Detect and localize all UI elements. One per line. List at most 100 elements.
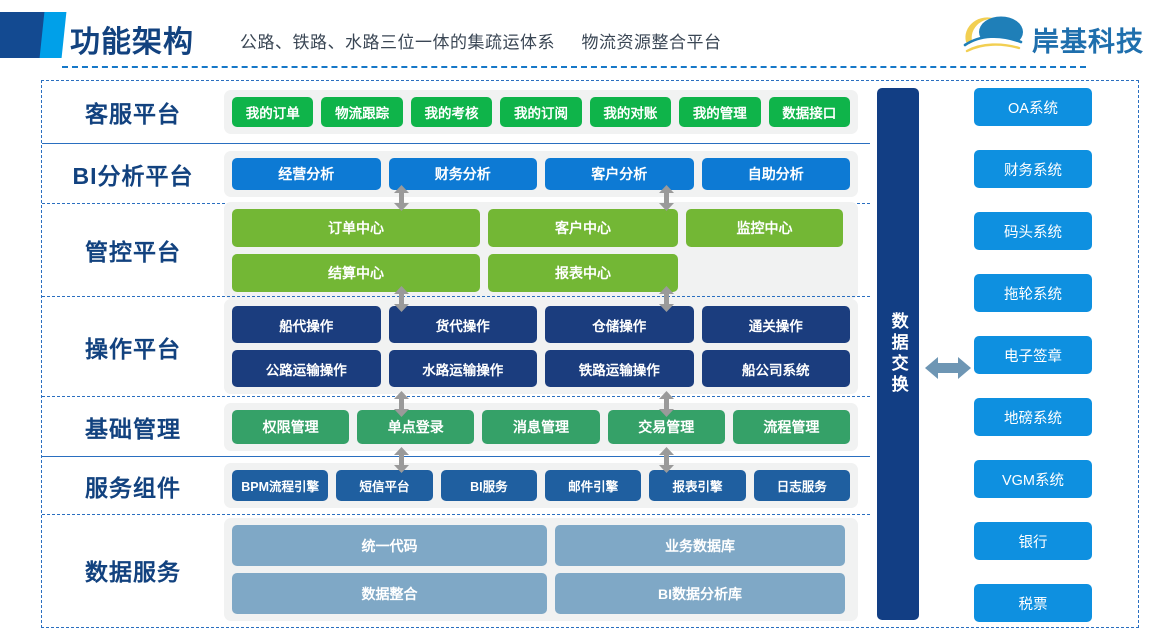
module-button[interactable]: 数据接口 [768,97,850,127]
module-button[interactable]: 通关操作 [701,306,850,343]
connector-arrow-icon [393,185,410,211]
connector-arrow-icon [393,391,410,417]
module-button[interactable]: 水路运输操作 [388,350,537,387]
module-button[interactable]: 我的管理 [679,97,761,127]
module-button[interactable]: 财务分析 [388,157,537,190]
module-button[interactable]: 我的订单 [232,97,314,127]
module-button[interactable]: 自助分析 [701,157,850,190]
module-button[interactable]: 仓储操作 [545,306,694,343]
button-row: 统一代码业务数据库 [232,525,850,566]
platform-row-kefu: 客服平台 我的订单物流跟踪我的考核我的订阅我的对账我的管理数据接口 [42,81,870,143]
architecture-frame [41,80,1139,628]
external-systems-column: OA系统财务系统码头系统拖轮系统电子签章地磅系统 VGM系统银行税票 [974,88,1092,622]
platform-row-panel: 权限管理单点登录消息管理交易管理流程管理 [224,402,858,451]
page-title: 功能架构 [70,26,194,59]
platform-row-gk: 管控平台 订单中心客户中心监控中心结算中心报表中心 [42,201,870,299]
module-button[interactable]: 权限管理 [232,409,350,444]
header-divider [62,66,1086,68]
external-system-button[interactable]: 银行 [974,522,1092,560]
module-button[interactable]: 经营分析 [232,157,381,190]
connector-arrow-icon [658,185,675,211]
platform-row-label: 操作平台 [85,335,181,362]
external-system-button[interactable]: 地磅系统 [974,398,1092,436]
module-button[interactable]: 我的订阅 [500,97,582,127]
wave-swoosh-logo-icon [963,16,1023,53]
platform-row-cz: 操作平台船代操作货代操作仓储操作通关操作公路运输操作水路运输操作铁路运输操作船公… [42,296,870,396]
module-button[interactable]: 物流跟踪 [321,97,403,127]
module-button[interactable]: 业务数据库 [555,525,845,566]
module-button[interactable]: 报表引擎 [649,470,746,501]
platform-row-label: 数据服务 [85,558,181,585]
platform-row-label: 管控平台 [85,239,181,265]
module-button[interactable]: 船公司系统 [701,350,850,387]
module-button[interactable]: 统一代码 [232,525,547,566]
external-system-button[interactable]: 码头系统 [974,212,1092,250]
module-button[interactable]: BI服务 [440,470,537,501]
platform-row-jc: 基础管理 权限管理单点登录消息管理交易管理流程管理 [42,396,870,456]
platform-row-panel: 我的订单物流跟踪我的考核我的订阅我的对账我的管理数据接口 [224,90,858,134]
module-button[interactable]: 短信平台 [336,470,433,501]
page-header: 功能架构 公路、铁路、水路三位一体的集疏运体系 物流资源整合平台 岸基科技 [0,0,1154,68]
module-button[interactable]: 货代操作 [388,306,537,343]
header-accent-cyan-block [39,12,67,58]
module-button[interactable]: 监控中心 [686,208,843,247]
module-button[interactable]: 公路运输操作 [232,350,381,387]
external-system-button[interactable]: VGM系统 [974,460,1092,498]
button-row: 船代操作货代操作仓储操作通关操作 [232,306,850,343]
module-button[interactable]: 日志服务 [753,470,850,501]
module-button[interactable]: 结算中心 [232,253,480,292]
module-button[interactable]: 我的对账 [589,97,672,127]
page-subtitle-part-1: 公路、铁路、水路三位一体的集疏运体系 [240,33,555,52]
platform-row-panel: 船代操作货代操作仓储操作通关操作公路运输操作水路运输操作铁路运输操作船公司系统 [224,299,858,394]
button-row: 公路运输操作水路运输操作铁路运输操作船公司系统 [232,350,850,387]
button-row: 权限管理单点登录消息管理交易管理流程管理 [232,409,851,444]
module-button[interactable]: 铁路运输操作 [545,350,694,387]
connector-arrow-icon [393,447,410,473]
module-button[interactable]: 我的考核 [410,97,493,127]
module-button[interactable]: BPM流程引擎 [232,470,329,501]
module-button[interactable]: 船代操作 [232,306,381,343]
module-button[interactable]: 单点登录 [357,409,475,444]
platform-row-label: 服务组件 [85,474,181,501]
page-subtitle-part-2: 物流资源整合平台 [581,33,722,52]
button-row: 结算中心报表中心 [232,253,850,292]
module-button[interactable]: BI数据分析库 [555,573,845,614]
external-system-button[interactable]: OA系统 [974,88,1092,126]
module-button[interactable]: 客户分析 [545,157,694,190]
platform-row-label: 基础管理 [85,415,181,442]
platform-stack: 客服平台 我的订单物流跟踪我的考核我的订阅我的对账我的管理数据接口 BI分析平台 经营… [42,81,870,627]
platform-row-label: 客服平台 [85,101,181,127]
module-button[interactable]: 流程管理 [732,409,851,444]
platform-row-panel: 经营分析财务分析客户分析自助分析 [224,150,858,197]
module-button[interactable]: 数据整合 [232,573,547,614]
external-system-button[interactable]: 电子签章 [974,336,1092,374]
page-subtitle: 公路、铁路、水路三位一体的集疏运体系 物流资源整合平台 [240,28,721,53]
button-row: 我的订单物流跟踪我的考核我的订阅我的对账我的管理数据接口 [232,97,850,127]
platform-row-bi: BI分析平台 经营分析财务分析客户分析自助分析 [42,143,870,203]
connector-arrow-icon [658,286,675,312]
data-exchange-label: 数据交换 [888,312,908,396]
module-button[interactable]: 消息管理 [482,409,600,444]
module-button[interactable]: 客户中心 [488,208,678,247]
platform-row-panel: 订单中心客户中心监控中心结算中心报表中心 [224,201,858,299]
external-system-button[interactable]: 拖轮系统 [974,274,1092,312]
module-button[interactable]: 订单中心 [232,208,480,247]
external-system-button[interactable]: 税票 [974,584,1092,622]
company-logo: 岸基科技 [962,12,1148,60]
platform-row-label: BI分析平台 [72,162,194,189]
external-system-button[interactable]: 财务系统 [974,150,1092,188]
button-row: 经营分析财务分析客户分析自助分析 [232,157,850,190]
connector-arrow-icon [658,391,675,417]
module-button[interactable]: 邮件引擎 [544,470,642,501]
double-headed-horizontal-arrow-icon [925,357,971,379]
company-logo-text: 岸基科技 [1032,27,1144,57]
data-exchange-arrow [925,355,971,381]
module-button[interactable]: 报表中心 [488,253,678,292]
connector-arrow-icon [658,447,675,473]
